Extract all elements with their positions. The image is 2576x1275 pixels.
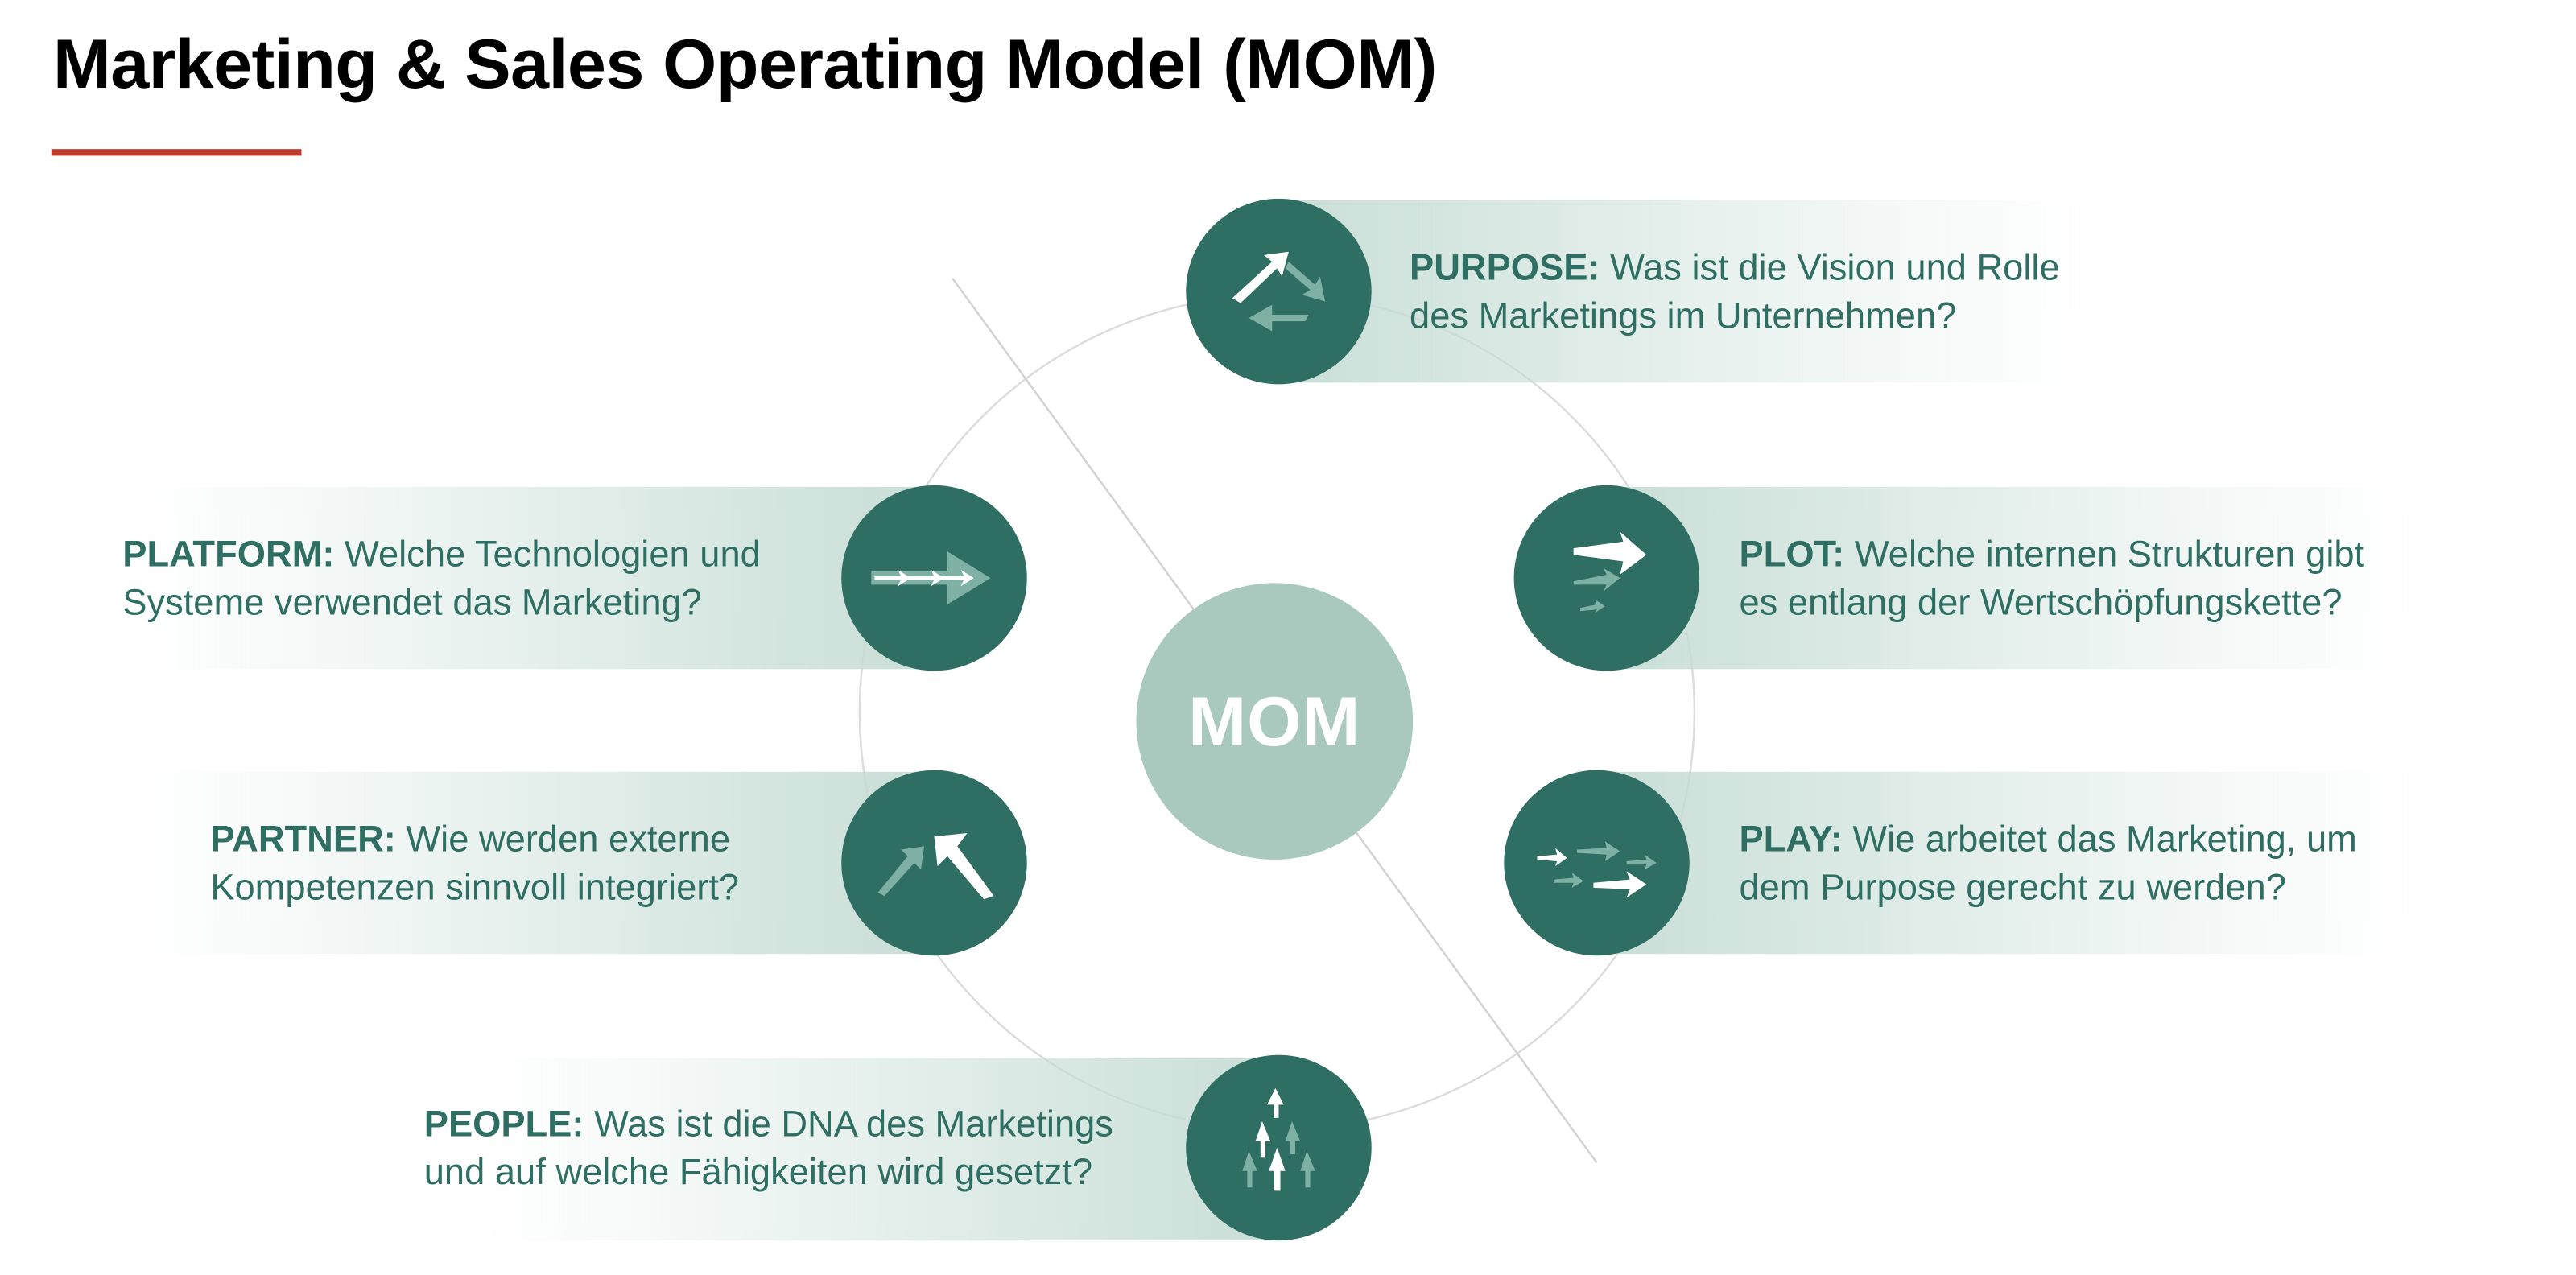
platform-line1: Welche Technologien und bbox=[345, 533, 761, 575]
cycle-arrows-icon bbox=[1232, 251, 1326, 332]
scattered-arrows-icon bbox=[1537, 841, 1657, 898]
play-circle bbox=[1504, 770, 1690, 956]
platform-line2: Systeme verwendet das Marketing? bbox=[122, 581, 702, 623]
people-band bbox=[480, 1058, 1284, 1241]
joining-arrows-icon bbox=[877, 832, 994, 900]
plot-circle bbox=[1513, 485, 1700, 671]
purpose-circle bbox=[1186, 198, 1372, 385]
stacked-arrows-icon bbox=[1573, 531, 1647, 613]
title-underline bbox=[51, 149, 302, 156]
purpose-text: PURPOSE: Was ist die Vision und Rolle de… bbox=[1410, 243, 2105, 339]
plot-line1: Welche internen Strukturen gibt bbox=[1854, 533, 2365, 575]
purpose-band bbox=[1258, 200, 2087, 383]
people-line1: Was ist die DNA des Marketings bbox=[594, 1103, 1113, 1145]
mom-center-label: MOM bbox=[1188, 681, 1361, 760]
play-text: PLAY: Wie arbeitet das Marketing, um dem… bbox=[1739, 815, 2434, 910]
plot-line2: es entlang der Wertschöpfungskette? bbox=[1739, 581, 2343, 623]
purpose-label: PURPOSE: bbox=[1410, 246, 1600, 289]
plot-label: PLOT: bbox=[1739, 533, 1845, 575]
people-label: PEOPLE: bbox=[423, 1103, 584, 1145]
purpose-line2: des Marketings im Unternehmen? bbox=[1410, 295, 1957, 336]
upward-arrows-icon bbox=[1242, 1087, 1315, 1191]
people-text: PEOPLE: Was ist die DNA des Marketings u… bbox=[424, 1100, 1186, 1195]
plot-text: PLOT: Welche internen Strukturen gibt es… bbox=[1739, 530, 2434, 625]
play-band bbox=[1590, 771, 2410, 955]
arrow-chain-icon bbox=[871, 551, 991, 605]
play-label: PLAY: bbox=[1739, 818, 1843, 860]
slide-title: Marketing & Sales Operating Model (MOM) bbox=[52, 24, 1438, 103]
play-line2: dem Purpose gerecht zu werden? bbox=[1739, 866, 2286, 908]
people-line2: und auf welche Fähigkeiten wird gesetzt? bbox=[423, 1151, 1093, 1193]
partner-line2: Kompetenzen sinnvoll integriert? bbox=[210, 866, 740, 908]
partner-circle bbox=[841, 770, 1027, 956]
people-circle bbox=[1186, 1054, 1372, 1241]
purpose-line1: Was ist die Vision und Rolle bbox=[1610, 246, 2060, 289]
platform-circle bbox=[841, 485, 1027, 671]
platform-band bbox=[132, 486, 936, 670]
play-line1: Wie arbeitet das Marketing, um bbox=[1852, 818, 2357, 860]
partner-line1: Wie werden externe bbox=[406, 818, 731, 860]
partner-band bbox=[132, 771, 936, 955]
platform-label: PLATFORM: bbox=[122, 533, 335, 575]
platform-text: PLATFORM: Welche Technologien und System… bbox=[122, 530, 851, 625]
plot-band bbox=[1590, 486, 2410, 670]
partner-text: PARTNER: Wie werden externe Kompetenzen … bbox=[210, 815, 873, 910]
mom-center-circle: MOM bbox=[1136, 583, 1414, 860]
partner-label: PARTNER: bbox=[210, 818, 396, 860]
